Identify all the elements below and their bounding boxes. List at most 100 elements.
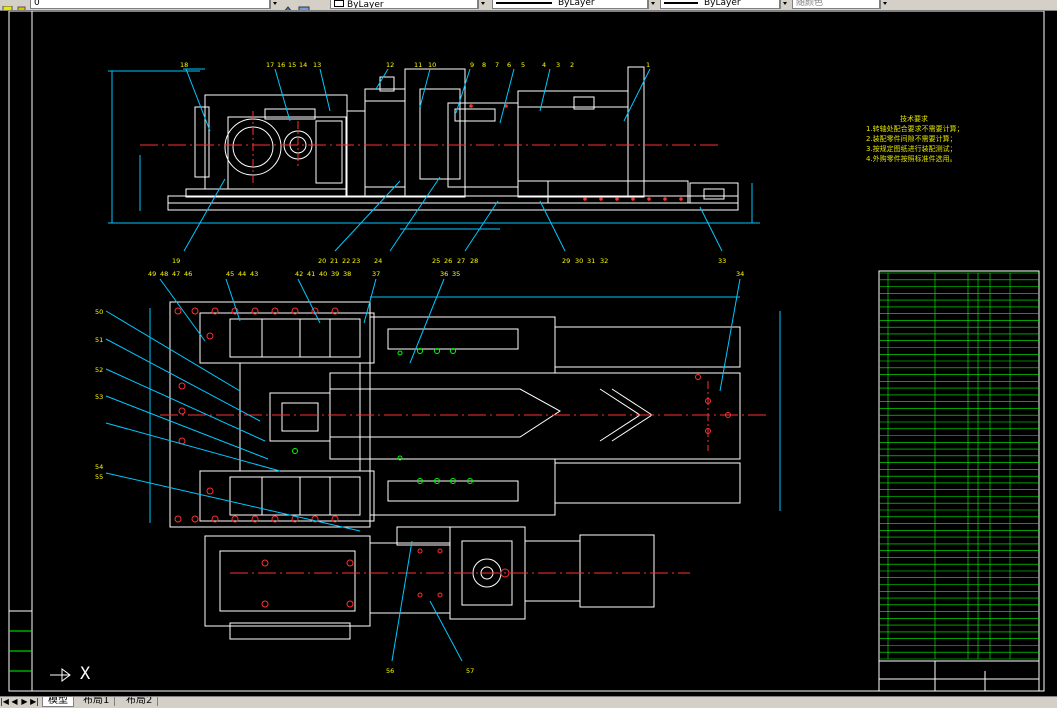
elevation-callout: 30: [575, 257, 583, 265]
plan-callout: 46: [184, 270, 192, 278]
properties-toolbar: 0 ByLayer ByLayer ByLayer 随颜色: [0, 0, 1057, 11]
elevation-callout: 32: [600, 257, 608, 265]
elevation-callout: 14: [299, 61, 307, 69]
elevation-callout: 29: [562, 257, 570, 265]
elevation-leaders: [183, 68, 723, 252]
technical-note-4: 4.外购零件按照标准件选用。: [866, 155, 957, 163]
technical-note-2: 2.装配零件间隙不需要计算；: [866, 135, 957, 143]
elevation-callout: 31: [587, 257, 595, 265]
plan-callout: 55: [95, 473, 103, 481]
layer-state-icon[interactable]: [2, 0, 14, 10]
lineweight-dropdown-value: ByLayer: [704, 0, 741, 8]
elevation-callout: 28: [470, 257, 478, 265]
elevation-callout: 20: [318, 257, 326, 265]
layer-dropdown-arrow[interactable]: [270, 0, 279, 9]
tab-layout2[interactable]: 布局2: [121, 697, 159, 706]
elevation-callout: 22: [342, 257, 350, 265]
plan-callout: 50: [95, 308, 103, 316]
cad-drawing: 1817161514131211109876543211920212223242…: [8, 11, 1045, 692]
elevation-callout: 13: [313, 61, 321, 69]
plan-callout: 41: [307, 270, 315, 278]
elevation-callout: 27: [457, 257, 465, 265]
lineweight-dropdown-arrow[interactable]: [780, 0, 789, 9]
plan-callout: 56: [386, 667, 394, 675]
tab-layout1[interactable]: 布局1: [78, 697, 116, 706]
elevation-callout: 23: [352, 257, 360, 265]
elevation-callout: 33: [718, 257, 726, 265]
plan-callout: 47: [172, 270, 180, 278]
elevation-callout: 24: [374, 257, 382, 265]
linetype-dropdown[interactable]: ByLayer: [492, 0, 648, 9]
plan-callout: 36: [440, 270, 448, 278]
elevation-view: [108, 66, 760, 252]
elevation-callout: 17: [266, 61, 274, 69]
parts-list: [878, 270, 1040, 692]
last-tab-button[interactable]: ▶|: [30, 697, 39, 706]
plan-callout: 51: [95, 336, 103, 344]
plotstyle-dropdown-arrow[interactable]: [880, 0, 889, 9]
plan-callout: 43: [250, 270, 258, 278]
motor-housing: [404, 68, 466, 198]
elevation-callout: 3: [556, 61, 560, 69]
elevation-callout: 19: [172, 257, 180, 265]
ucs-x-label: X: [80, 664, 91, 684]
elevation-callout: 6: [507, 61, 511, 69]
parts-list-rows: [879, 272, 1039, 660]
plan-callout: 42: [295, 270, 303, 278]
color-dropdown-value: ByLayer: [347, 0, 384, 9]
plan-callout: 38: [343, 270, 351, 278]
plan-view: [105, 278, 781, 662]
linetype-dropdown-value: ByLayer: [558, 0, 595, 8]
plan-callout: 52: [95, 366, 103, 374]
layer-lock-icon[interactable]: [16, 0, 28, 10]
next-tab-button[interactable]: ▶: [21, 697, 28, 706]
elevation-callout: 8: [482, 61, 486, 69]
slide-rail: [329, 372, 741, 460]
linetype-dropdown-arrow[interactable]: [648, 0, 657, 9]
tab-model[interactable]: 模型: [42, 697, 74, 707]
color-dropdown-arrow[interactable]: [478, 0, 487, 9]
bolt-markers: [469, 104, 683, 201]
technical-note-1: 1.转轴处配合要求不需要计算；: [866, 125, 964, 133]
plan-callout: 44: [238, 270, 246, 278]
plan-callout: 45: [226, 270, 234, 278]
layer-previous-icon[interactable]: [298, 0, 310, 10]
plotstyle-dropdown[interactable]: 随颜色: [792, 0, 880, 9]
plan-callout: 35: [452, 270, 460, 278]
plan-green-marks: [292, 348, 473, 484]
plan-holes: [174, 307, 731, 523]
elevation-callout: 9: [470, 61, 474, 69]
elevation-callout: 15: [288, 61, 296, 69]
plan-callout: 37: [372, 270, 380, 278]
elevation-callout: 26: [444, 257, 452, 265]
elevation-callout: 21: [330, 257, 338, 265]
color-dropdown[interactable]: ByLayer: [330, 0, 478, 9]
plan-callout: 48: [160, 270, 168, 278]
drawing-frame: [8, 11, 1045, 692]
plan-callout: 53: [95, 393, 103, 401]
elevation-callout: 25: [432, 257, 440, 265]
elevation-callout: 16: [277, 61, 285, 69]
plan-callout: 39: [331, 270, 339, 278]
elevation-callout: 11: [414, 61, 422, 69]
elevation-callout: 2: [570, 61, 574, 69]
plan-leaders: [105, 278, 781, 662]
layout-tabs-bar: |◀ ◀ ▶ ▶| 模型 布局1 布局2: [0, 696, 1057, 708]
first-tab-button[interactable]: |◀: [0, 697, 9, 706]
plan-callout: 57: [466, 667, 474, 675]
elevation-callout: 5: [521, 61, 525, 69]
elevation-callout: 18: [180, 61, 188, 69]
elevation-callout: 12: [386, 61, 394, 69]
make-current-layer-icon[interactable]: [282, 0, 294, 10]
elevation-callout: 1: [646, 61, 650, 69]
technical-notes: 技术要求 1.转轴处配合要求不需要计算； 2.装配零件间隙不需要计算； 3.按规…: [866, 114, 964, 164]
plan-callout: 49: [148, 270, 156, 278]
plan-callout: 34: [736, 270, 744, 278]
elevation-callout: 7: [495, 61, 499, 69]
prev-tab-button[interactable]: ◀: [11, 697, 18, 706]
lineweight-dropdown[interactable]: ByLayer: [660, 0, 780, 9]
layer-dropdown[interactable]: 0: [30, 0, 270, 9]
plan-callout: 54: [95, 463, 103, 471]
